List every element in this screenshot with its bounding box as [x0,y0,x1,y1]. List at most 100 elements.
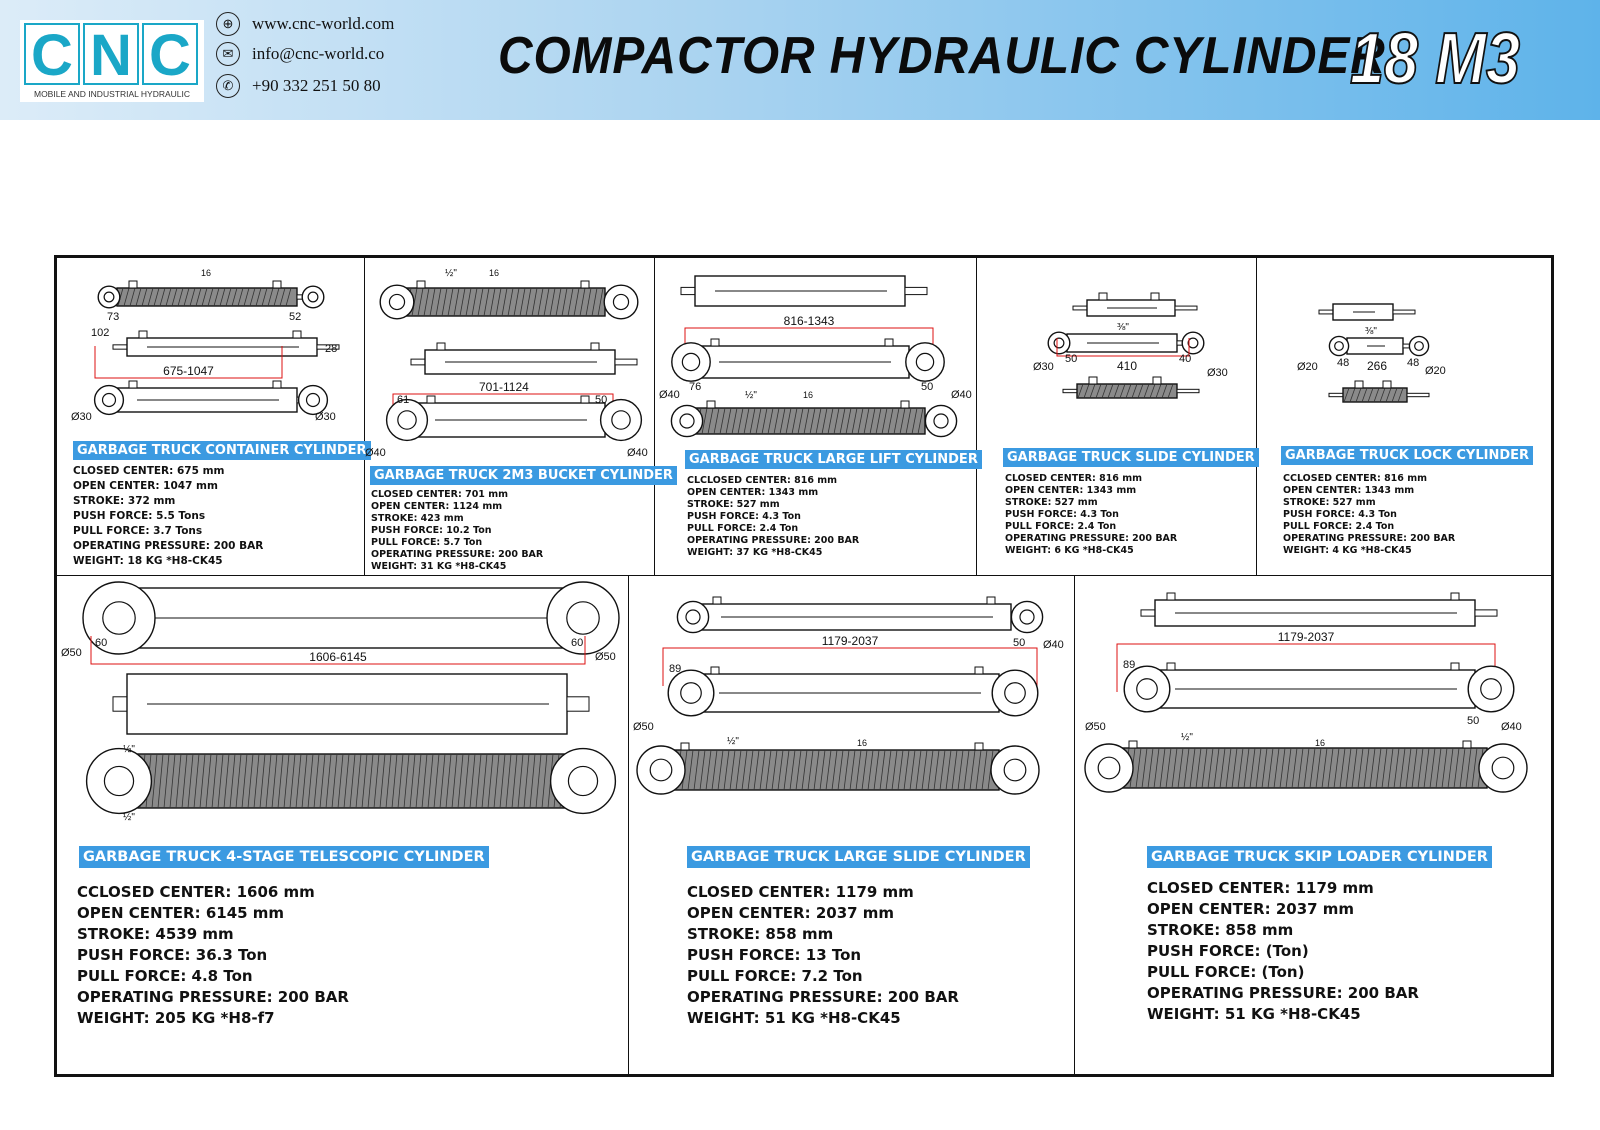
hatch-line [939,749,946,791]
hatch-line [1207,747,1214,789]
hatch-line [687,749,694,791]
hatch-line [711,749,718,791]
hatch-line [785,407,792,435]
spec-item: CLCLOSED CENTER: 816 mm [687,475,838,486]
hatch-line [749,407,756,435]
hatch-line [1243,747,1250,789]
hatch-line [1357,747,1364,789]
cylinder-title: GARBAGE TRUCK LARGE SLIDE CYLINDER [687,846,1030,868]
hatch-line [541,753,548,809]
spec-item: PUSH FORCE: 4.3 Ton [1283,509,1397,520]
hatch-line [427,753,434,809]
rod-eye-bore [307,291,319,303]
hatch-line [1367,387,1374,403]
hatch-line [825,749,832,791]
hatch-line [513,287,520,317]
spec-item: OPEN CENTER: 6145 mm [77,904,285,922]
mail-icon: ✉ [216,42,240,66]
hatch-line [795,749,802,791]
hatch-line [1429,747,1436,789]
contact-phone[interactable]: ✆ +90 332 251 50 80 [216,74,381,98]
logo-letter: N [83,23,139,87]
hatch-line [867,749,874,791]
rod-eye-bore [388,293,406,311]
hatch-line [783,749,790,791]
oil-port [580,280,590,289]
hatch-line [433,753,440,809]
hatch-line [217,753,224,809]
spec-item: OPEN CENTER: 2037 mm [687,904,895,922]
hatch-line [1373,387,1380,403]
dimension-label: 16 [857,738,867,748]
oil-port [1152,376,1162,385]
cylinder-barrel [126,753,568,809]
dimension-label: Ø40 [1501,721,1522,733]
hatch-line [981,749,988,791]
spec-item: STROKE: 4539 mm [77,925,234,943]
hatch-line [463,753,470,809]
hatch-line [917,407,924,435]
hatch-line [1297,747,1304,789]
cylinder-title: GARBAGE TRUCK SLIDE CYLINDER [1003,448,1259,467]
hatch-line [701,407,708,435]
hatch-line [483,287,490,317]
hatch-line [235,753,242,809]
hatch-line [927,749,934,791]
hatch-line [319,753,326,809]
dimension-label: ⅜" [1365,326,1377,337]
oil-port [1382,380,1392,389]
oil-port [1166,662,1176,671]
hatch-line [911,407,918,435]
hatch-line [451,753,458,809]
dimension-label: 675-1047 [163,364,214,378]
hatch-line [839,407,846,435]
hatch-line [447,287,454,317]
dimension-label: 16 [803,390,813,400]
hatch-line [1219,747,1226,789]
hatch-line [481,753,488,809]
rod-eye-bore [101,392,117,408]
spec-item: STROKE: 527 mm [1283,497,1376,508]
rod-eye-bore [679,413,695,429]
hatch-line [181,753,188,809]
rod-end [112,344,128,350]
hatch-line [1309,747,1316,789]
hatch-line [519,287,526,317]
oil-port [986,596,996,605]
rod-eye-bore [681,352,701,372]
dimension-label: Ø30 [1033,361,1054,373]
logo-tagline: MOBILE AND INDUSTRIAL HYDRAULIC [33,89,191,99]
hatch-line [951,749,958,791]
dimension-label: Ø40 [627,447,648,459]
spec-item: WEIGHT: 51 KG *H8-CK45 [1147,1005,1361,1023]
hatch-line [295,753,302,809]
hatch-line [249,287,256,307]
hatch-line [169,753,176,809]
rod-eye-bore [649,758,673,782]
hatch-line [543,287,550,317]
rod-eye-bore [103,765,135,797]
company-logo: C N C MOBILE AND INDUSTRIAL HYDRAULIC [20,20,204,102]
hatch-line [797,407,804,435]
hatch-line [815,407,822,435]
oil-port [580,395,590,404]
hatch-line [573,287,580,317]
spec-item: STROKE: 527 mm [1005,497,1098,508]
hatch-line [755,407,762,435]
oil-port [884,338,894,347]
spec-item: STROKE: 423 mm [371,513,464,524]
hatch-line [1089,383,1096,399]
contact-website[interactable]: ⊕ www.cnc-world.com [216,12,394,36]
hatch-line [501,287,508,317]
dimension-label: ½" [123,812,135,823]
hatch-line [747,749,754,791]
hatch-line [857,407,864,435]
hatch-line [199,753,206,809]
contact-email[interactable]: ✉ info@cnc-world.co [216,42,384,66]
hatch-line [505,753,512,809]
hatch-line [487,753,494,809]
